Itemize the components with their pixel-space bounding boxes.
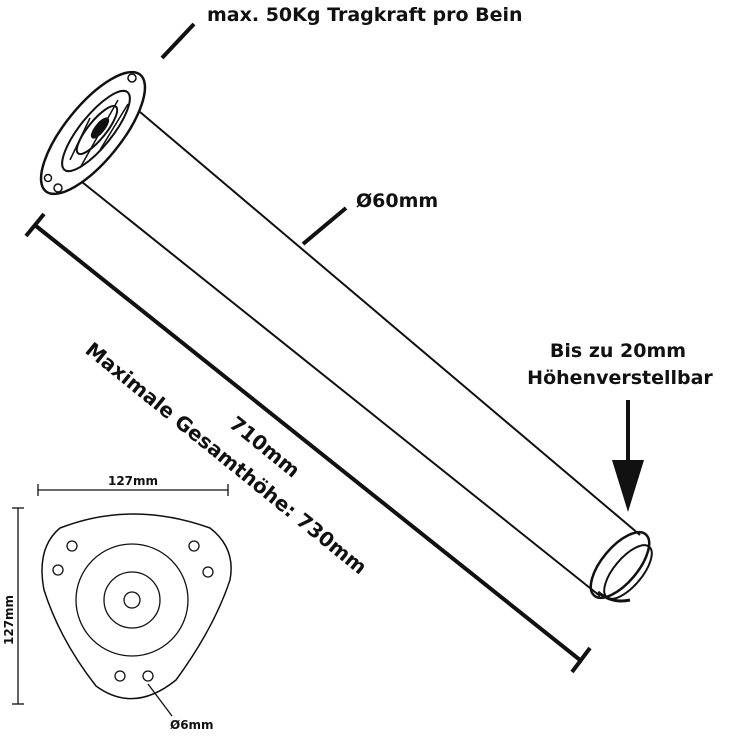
length-dimension: [24, 212, 592, 674]
plate-width-label: 127mm: [108, 474, 158, 488]
adjust-label-line2: Höhenverstellbar: [527, 367, 713, 389]
length-dimension-line: [34, 224, 582, 662]
plate-top-hole-6: [142, 670, 154, 682]
plate-hub: [75, 105, 119, 155]
plate-top-view: [12, 484, 232, 717]
plate-top-hole-4: [202, 566, 214, 578]
tube-lower-edge: [81, 181, 601, 597]
plate-top-hole-5: [114, 670, 126, 682]
mounting-plate-perspective: [39, 70, 147, 196]
plate-hole-1: [127, 73, 137, 83]
plate-top-hole-1: [66, 540, 78, 552]
plate-hole-2: [53, 183, 63, 193]
plate-top-mid-circle: [103, 571, 161, 629]
plate-inner-ring: [61, 89, 131, 173]
plate-height-label: 127mm: [2, 595, 16, 645]
leg-foot: [589, 530, 653, 603]
leg-tube: [81, 111, 641, 597]
diameter-label: Ø60mm: [356, 190, 438, 212]
plate-top-outer-circle: [75, 543, 189, 657]
plate-top-outline: [41, 513, 232, 700]
load-callout-line: [160, 22, 196, 60]
hole-diameter-label: Ø6mm: [170, 718, 214, 732]
plate-top-hole-2: [52, 564, 64, 576]
plate-top-hole-3: [188, 540, 200, 552]
tube-upper-edge: [139, 111, 641, 536]
foot-outer-ring: [589, 530, 651, 600]
hole-leader-line: [147, 683, 173, 717]
plate-hole-3: [43, 173, 53, 183]
arrow-down-icon: [612, 400, 644, 512]
plate-top-center-circle: [123, 591, 141, 609]
load-capacity-label: max. 50Kg Tragkraft pro Bein: [207, 4, 523, 26]
diameter-callout-line: [301, 206, 348, 246]
foot-shadow: [597, 590, 631, 603]
plate-outline: [39, 70, 147, 196]
plate-detail-lines: [69, 99, 129, 169]
length-dimension-tick-end: [570, 646, 592, 674]
adjust-label-line1: Bis zu 20mm: [550, 340, 686, 362]
length-dimension-tick-start: [24, 212, 46, 238]
